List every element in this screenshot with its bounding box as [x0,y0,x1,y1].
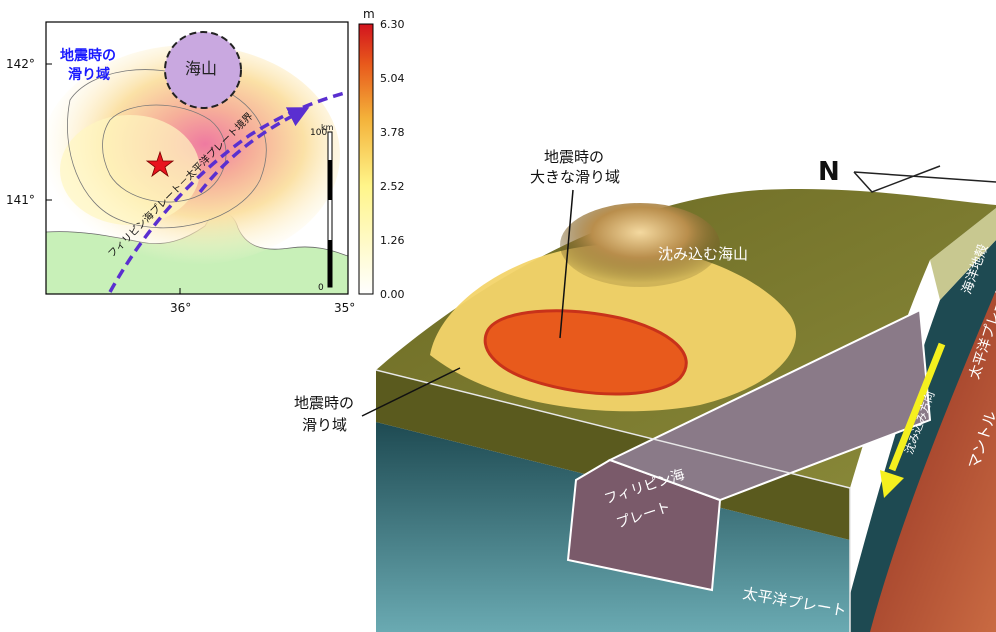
inset-map: 地震時の 滑り域 海山 フィリピン海プレート－太平洋プレート境界 142° 14… [6,7,405,315]
large-slip-callout-line [559,189,574,339]
colorbar-tick-5: 0.00 [380,288,405,301]
map-slip-label-1: 地震時の [60,47,116,64]
map-seamount-label: 海山 [185,59,217,78]
slip-contour-outer [67,69,267,229]
colorbar-ramp [358,23,374,295]
colorbar: m 6.30 5.04 3.78 2.52 1.26 0.00 [358,7,405,301]
colorbar-tick-4: 1.26 [380,234,405,247]
large-slip-label-1: 地震時の [544,148,604,166]
pacific-slab-side [840,240,996,632]
plate-boundary-line [108,90,348,293]
north-label: N [818,157,840,187]
north-arrow: N [818,157,996,193]
slip-zone-large [483,309,688,396]
slip-area-label-2: 滑り域 [302,416,347,434]
scale-unit: km [321,123,334,132]
lat-tick-141: 141° [6,193,35,207]
colorbar-tick-1: 5.04 [380,72,405,85]
subduction-arrow-shaft [888,342,946,472]
lat-tick-142: 142° [6,57,35,71]
subduction-arrow-map [198,107,310,194]
slip-contour-inner [102,104,227,203]
slip-area-callout-line [361,367,461,417]
large-slip-label-2: 大きな滑り域 [530,168,620,186]
lon-tick-36: 36° [170,301,191,315]
scale-top: 100 [310,128,327,138]
map-frame [45,21,349,295]
seamount-block-label: 沈み込む海山 [658,245,748,263]
block-diagram: N 地震時の 大きな滑り域 沈み込む海山 地震時の 滑り域 海洋地殻 太平洋プレ… [294,148,996,632]
upper-plate-front [376,370,850,540]
slip-yellow-zone [60,115,200,225]
oceanic-crust-strip [930,208,996,300]
colorbar-tick-0: 6.30 [380,18,405,31]
subducting-seamount [560,203,720,287]
scale-bottom: 0 [318,283,324,293]
map-slip-label-2: 滑り域 [68,66,110,83]
epicenter-star [145,150,175,178]
block-edge [375,369,851,632]
slip-area-label-1: 地震時の [294,394,354,412]
colorbar-tick-2: 3.78 [380,126,405,139]
seamount-circle [164,31,242,109]
philippine-plate-top [607,308,932,502]
subduction-arrow-head [880,470,904,498]
lon-tick-35: 35° [334,301,355,315]
scale-bar: 100 km 0 [310,123,334,293]
colorbar-unit: m [363,7,375,21]
colorbar-tick-3: 2.52 [380,180,405,193]
